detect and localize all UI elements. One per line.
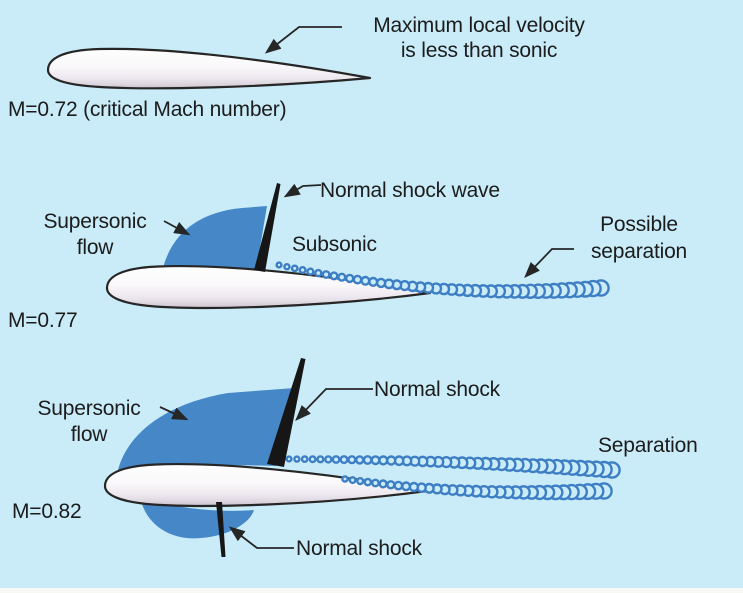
page-edge-strip	[0, 588, 743, 593]
wake-m077	[275, 261, 610, 300]
supersonic-m077-line2: flow	[76, 236, 114, 259]
wake-loop	[329, 271, 339, 281]
mach-label-m072: M=0.72 (critical Mach number)	[8, 98, 287, 121]
wake-loop	[293, 455, 301, 463]
wake-loop	[408, 481, 420, 493]
wake-loop	[347, 455, 357, 465]
wake-loop	[378, 455, 389, 466]
wake-loop	[356, 477, 365, 486]
wake-loop	[331, 455, 341, 464]
possible-separation-label-m077: Possible separation	[574, 211, 704, 265]
wake-loop	[314, 268, 323, 278]
supersonic-region-m082-upper	[118, 388, 295, 470]
wake-loop	[290, 264, 299, 273]
airfoil-m072	[46, 47, 372, 90]
normal-shock-m082-bottom	[216, 502, 226, 557]
leader-normal-shock-m082-bottom	[228, 526, 294, 549]
wake-loop	[370, 455, 381, 466]
supersonic-m082-line2: flow	[70, 423, 108, 446]
wake-loop	[300, 455, 309, 463]
possible-separation-line2: separation	[590, 240, 688, 263]
wake-loop	[339, 455, 349, 465]
wake-loop	[308, 455, 317, 464]
note-max-velocity-line1: Maximum local velocity	[373, 14, 585, 37]
wake-loop	[285, 455, 293, 463]
normal-shock-wave-label-m077: Normal shock wave	[320, 179, 500, 202]
normal-shock-bottom-label-m082: Normal shock	[296, 537, 422, 560]
wake-loop	[360, 275, 371, 286]
wake-loop	[355, 455, 365, 465]
arrow-supersonic-m077	[163, 220, 191, 236]
mach-label-m077: M=0.77	[8, 309, 78, 332]
wake-loop	[368, 276, 379, 288]
wake-loop	[386, 480, 396, 490]
supersonic-flow-label-m077: Supersonic flow	[30, 209, 160, 261]
note-max-velocity: Maximum local velocity is less than soni…	[336, 13, 622, 63]
wake-loop	[352, 274, 363, 285]
normal-shock-top-label-m082: Normal shock	[374, 378, 500, 401]
wake-loop	[401, 481, 412, 492]
subsonic-label-m077: Subsonic	[292, 233, 377, 256]
arrow-supersonic-m082	[159, 406, 189, 421]
supersonic-m077-line1: Supersonic	[43, 210, 147, 233]
wake-loop	[378, 479, 388, 489]
wake-loop	[283, 263, 291, 271]
leader-normal-shock-wave-m077	[283, 183, 322, 198]
wake-loop	[386, 455, 397, 466]
wake-loop	[275, 261, 283, 269]
mach-label-m082: M=0.82	[12, 500, 82, 523]
wake-loop	[298, 266, 307, 275]
wake-loop	[393, 480, 404, 491]
wake-loop	[337, 272, 347, 282]
wake-loop	[345, 273, 355, 284]
leader-normal-shock-m082-top	[295, 388, 373, 421]
leader-possible-separation-m077	[524, 248, 574, 278]
wake-m082-lower	[341, 475, 613, 501]
wake-loop	[306, 267, 315, 276]
separation-label-m082: Separation	[598, 434, 698, 457]
supersonic-m082-line1: Supersonic	[37, 397, 141, 420]
wake-loop	[363, 477, 373, 487]
wake-loop	[348, 476, 357, 485]
wake-loop	[341, 475, 349, 483]
wake-loop	[375, 277, 387, 289]
normal-shock-m082-top	[267, 358, 306, 467]
supersonic-region-m077	[163, 206, 267, 271]
supersonic-region-m082-lower	[140, 497, 254, 539]
wake-loop	[316, 455, 325, 464]
wake-loop	[321, 270, 331, 279]
wake-loop	[370, 478, 380, 488]
wake-m082-upper	[285, 455, 621, 479]
possible-separation-line1: Possible	[600, 213, 678, 236]
supersonic-flow-label-m082: Supersonic flow	[24, 396, 154, 448]
normal-shock-m077	[254, 183, 281, 272]
wake-loop	[362, 455, 373, 465]
note-max-velocity-line2: is less than sonic	[400, 39, 558, 62]
wake-loop	[324, 455, 333, 464]
leader-max-velocity	[264, 26, 342, 54]
